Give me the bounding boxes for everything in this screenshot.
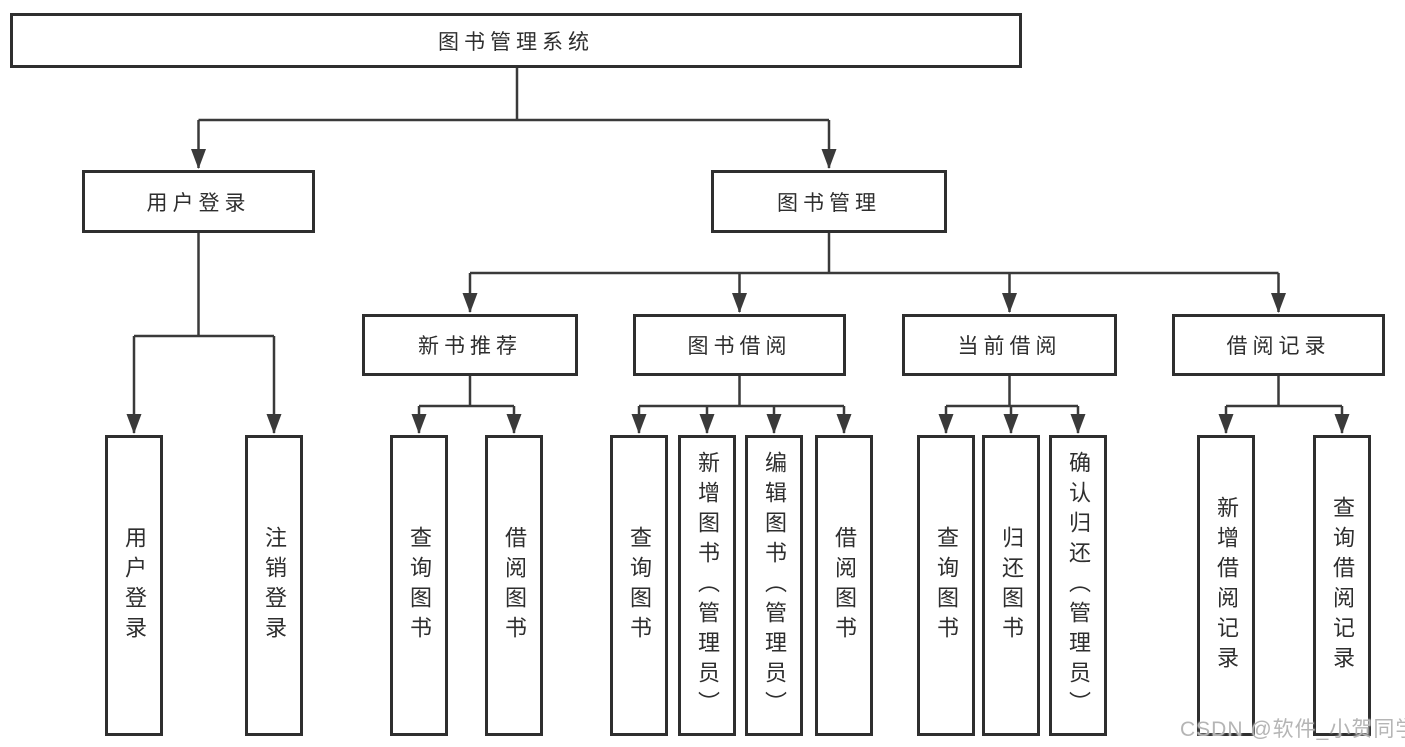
leaf-return-books-label: 归还图书 [999, 525, 1024, 646]
leaf-query-books-borrowing: 查询图书 [610, 435, 668, 736]
node-borrowing-records: 借阅记录 [1172, 314, 1385, 376]
leaf-add-books-admin: 新增图书（管理员） [678, 435, 736, 736]
leaf-borrow-books-borrowing: 借阅图书 [815, 435, 873, 736]
leaf-borrow-books-borrowing-label: 借阅图书 [832, 525, 857, 646]
node-new-book-recommendation: 新书推荐 [362, 314, 578, 376]
leaf-return-books: 归还图书 [982, 435, 1040, 736]
node-book-borrowing: 图书借阅 [633, 314, 846, 376]
leaf-logout-label: 注销登录 [262, 525, 287, 646]
leaf-query-books-recommend: 查询图书 [390, 435, 448, 736]
leaf-borrow-books-recommend: 借阅图书 [485, 435, 543, 736]
leaf-borrow-books-recommend-label: 借阅图书 [502, 525, 527, 646]
leaf-confirm-return-admin-label: 确认归还（管理员） [1066, 450, 1091, 721]
leaf-confirm-return-admin: 确认归还（管理员） [1049, 435, 1107, 736]
leaf-logout: 注销登录 [245, 435, 303, 736]
leaf-add-borrow-record-label: 新增借阅记录 [1214, 495, 1239, 676]
leaf-query-books-borrowing-label: 查询图书 [627, 525, 652, 646]
leaf-query-books-recommend-label: 查询图书 [407, 525, 432, 646]
node-book-management: 图书管理 [711, 170, 947, 233]
leaf-query-books-current: 查询图书 [917, 435, 975, 736]
node-current-borrowing: 当前借阅 [902, 314, 1117, 376]
node-user-login: 用户登录 [82, 170, 315, 233]
leaf-user-login: 用户登录 [105, 435, 163, 736]
leaf-add-books-admin-label: 新增图书（管理员） [695, 450, 720, 721]
leaf-query-borrow-record-label: 查询借阅记录 [1330, 495, 1355, 676]
watermark: CSDN @软件_小贺同学 [1180, 718, 1405, 741]
leaf-edit-books-admin-label: 编辑图书（管理员） [762, 450, 787, 721]
leaf-query-books-current-label: 查询图书 [934, 525, 959, 646]
node-library-management-system: 图书管理系统 [10, 13, 1022, 68]
leaf-add-borrow-record: 新增借阅记录 [1197, 435, 1255, 736]
leaf-user-login-label: 用户登录 [122, 525, 147, 646]
leaf-edit-books-admin: 编辑图书（管理员） [745, 435, 803, 736]
leaf-query-borrow-record: 查询借阅记录 [1313, 435, 1371, 736]
